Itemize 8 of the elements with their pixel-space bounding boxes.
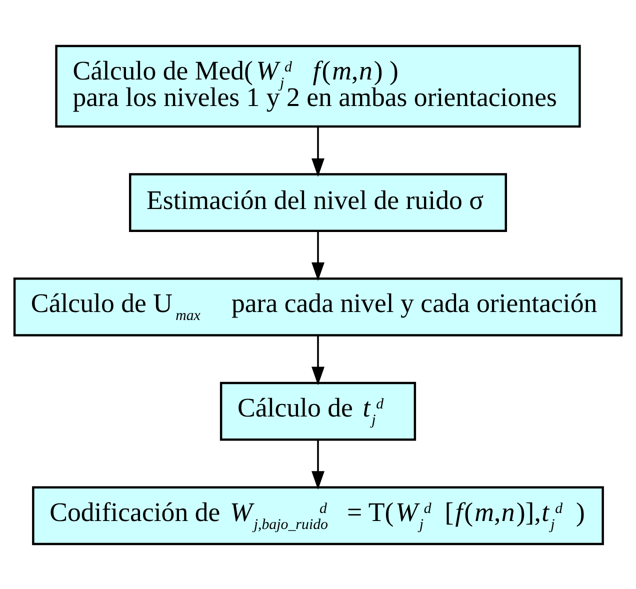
node-box: Cálculo de Med(W$_{j}$$^{d}$ f(m,n) ) para los niveles 1 y 2 en ambas orientaciones (55, 44, 581, 128)
node-box: Codificación de W$_{j,bajo_ruido}$$^{d}$ = T(W$_{j}$$^{d}$[f(m,n)],t$_{j}$$^{d}$) (32, 486, 604, 545)
node-box: Estimación del nivel de ruido σ (128, 172, 508, 232)
arrow (312, 335, 324, 385)
node-box: Cálculo de U$_{max}$ para cada nivel y cada orientación (13, 276, 623, 336)
arrow (312, 439, 324, 490)
arrow (312, 230, 324, 280)
arrow (312, 126, 324, 176)
